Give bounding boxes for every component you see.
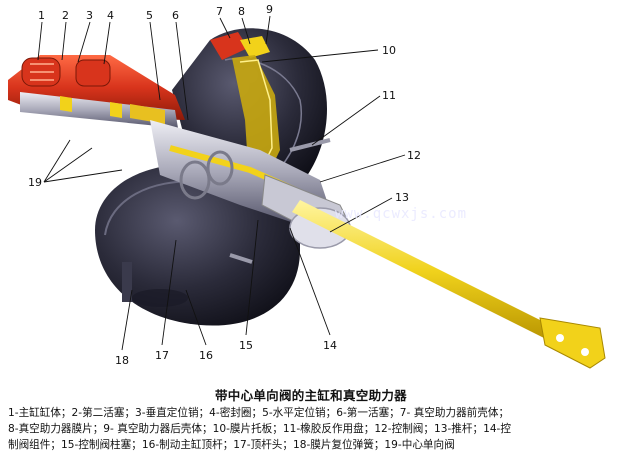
- legend-line: 1-主缸缸体；2-第二活塞；3-垂直定位销；4-密封圈；5-水平定位销；6-第一…: [8, 407, 510, 419]
- label-7: 7: [216, 5, 223, 18]
- label-12: 12: [407, 149, 421, 162]
- label-6: 6: [172, 9, 179, 22]
- legend-line: 制阀组件；15-控制阀柱塞；16-制动主缸顶杆；17-顶杆头；18-膜片复位弹簧…: [8, 439, 455, 451]
- label-8: 8: [238, 5, 245, 18]
- leader-lines: [37, 15, 406, 351]
- label-5: 5: [146, 9, 153, 22]
- cylinder-bore: [20, 92, 178, 128]
- push-rod: [292, 200, 606, 369]
- label-16: 16: [199, 349, 213, 362]
- label-15: 15: [239, 339, 253, 352]
- label-17: 17: [155, 349, 169, 362]
- mounting-studs: [229, 138, 331, 264]
- label-2: 2: [62, 9, 69, 22]
- label-9: 9: [266, 3, 273, 16]
- label-4: 4: [107, 9, 114, 22]
- figure-title: 带中心单向阀的主缸和真空助力器: [214, 388, 407, 403]
- watermark-text: www.qcwxjs.com: [335, 206, 468, 222]
- label-1: 1: [38, 9, 45, 22]
- label-18: 18: [115, 354, 129, 367]
- part-number-labels: 1 2 3 4 5 6 7 8 9 10 11 12 13 14 15 16 1…: [28, 3, 421, 367]
- label-10: 10: [382, 44, 396, 57]
- label-14: 14: [323, 339, 337, 352]
- label-13: 13: [395, 191, 409, 204]
- label-11: 11: [382, 89, 396, 102]
- label-19: 19: [28, 176, 42, 189]
- label-3: 3: [86, 9, 93, 22]
- legend-line: 8-真空助力器膜片；9- 真空助力器后壳体；10-膜片托板；11-橡胶反作用盘；…: [8, 423, 511, 435]
